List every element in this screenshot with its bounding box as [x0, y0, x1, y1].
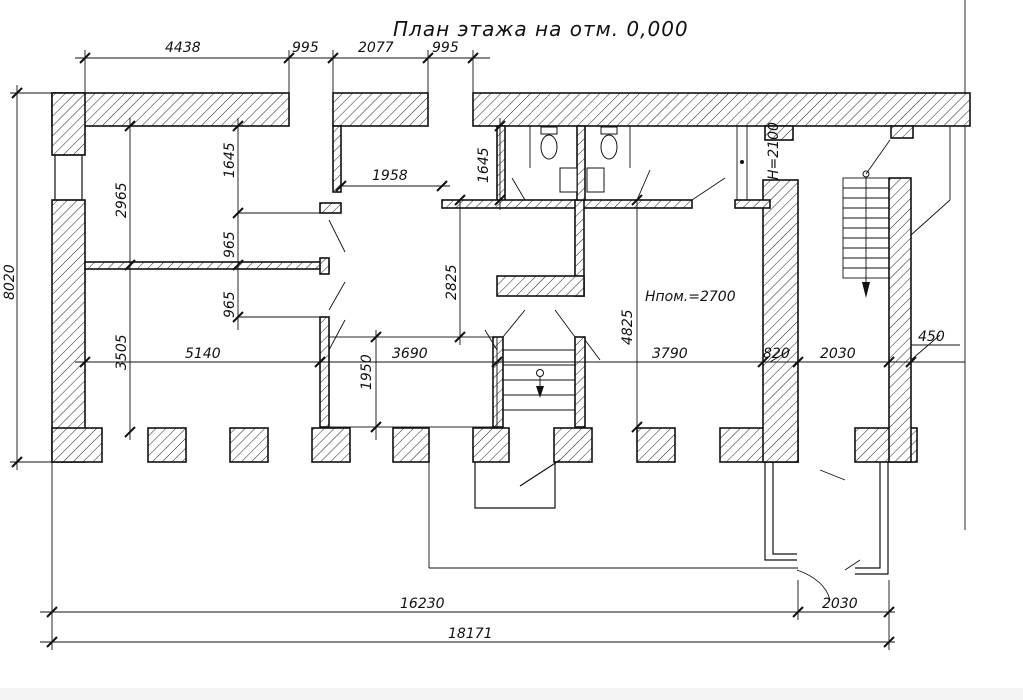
dim-820: 820: [763, 346, 790, 362]
dim-2030-b: 2030: [822, 596, 858, 612]
toilet-tank-2: [600, 126, 618, 135]
partition-stair-right: [574, 336, 586, 428]
room-height-label: Hпом.=2700: [645, 289, 736, 305]
wall-niche-1: [764, 125, 794, 141]
partition-left-top: [332, 125, 342, 193]
dim-4438: 4438: [165, 40, 201, 56]
walls: [51, 92, 971, 463]
dim-2030-a: 2030: [820, 346, 856, 362]
toilet-icon: [540, 134, 558, 160]
partition-wc-left: [496, 125, 506, 203]
wall-bottom-7: [553, 427, 593, 463]
sink-icon: [559, 167, 578, 193]
dim-5140: 5140: [185, 346, 221, 362]
stair-right: [842, 139, 891, 298]
dim-2965: 2965: [114, 182, 130, 218]
wc-fixtures: [529, 126, 631, 193]
wall-left-bottom: [51, 199, 86, 463]
partition-stub-2: [319, 257, 330, 275]
wall-bottom-4: [311, 427, 351, 463]
dim-450: 450: [918, 329, 945, 345]
stair-entrance: [502, 309, 576, 411]
partition-left-bottom: [319, 316, 330, 428]
dim-995-a: 995: [292, 40, 319, 56]
wall-bottom-6: [472, 427, 510, 463]
wall-niche-2: [890, 125, 914, 139]
door-swings: [328, 0, 966, 530]
dim-16230: 16230: [400, 596, 445, 612]
dim-18171: 18171: [448, 626, 493, 642]
dim-1958: 1958: [372, 168, 408, 184]
wall-bottom-5: [392, 427, 430, 463]
dim-8020: 8020: [2, 264, 18, 300]
partition-wc-mid: [576, 125, 586, 201]
wall-bottom-2: [147, 427, 187, 463]
wall-bottom-8: [636, 427, 676, 463]
right-porch: [764, 462, 889, 601]
dim-3790: 3790: [652, 346, 688, 362]
wall-top-2: [332, 92, 429, 127]
wall-bottom-1: [51, 427, 103, 463]
wall-top-1: [51, 92, 290, 127]
toilet-tank-1: [540, 126, 558, 135]
partition-rooms: [84, 261, 330, 270]
wall-stair-right: [888, 177, 912, 463]
dim-2077: 2077: [358, 40, 394, 56]
dim-965-b: 965: [222, 291, 238, 318]
partition-right: [734, 199, 771, 209]
plan-title: План этажа на отм. 0,000: [393, 17, 689, 41]
toilet-icon: [600, 134, 618, 160]
partition-stub-1: [319, 202, 342, 214]
wall-bottom-3: [229, 427, 269, 463]
wall-left-top: [51, 92, 86, 156]
dim-4825: 4825: [620, 309, 636, 345]
dimension-labels: 4438 995 2077 995 8020 2965 3505 1645 96…: [2, 40, 945, 642]
wall-stair-left: [762, 179, 799, 463]
dim-1645-a: 1645: [222, 142, 238, 178]
partition-center-h: [496, 275, 585, 297]
dim-2825: 2825: [444, 264, 460, 300]
wall-top-3: [472, 92, 971, 127]
dim-3505: 3505: [114, 334, 130, 370]
dim-1645-b: 1645: [476, 147, 492, 183]
dimension-lines: [10, 50, 965, 650]
dim-995-b: 995: [432, 40, 459, 56]
bottom-strip: [0, 688, 1023, 700]
partition-wc-bottom: [441, 199, 693, 209]
dim-3690: 3690: [392, 346, 428, 362]
entrance-porch: [428, 459, 798, 569]
window-left: [54, 154, 83, 201]
sink-icon: [586, 167, 605, 193]
dim-965-a: 965: [222, 231, 238, 258]
room-outline: [328, 336, 498, 428]
dim-1950: 1950: [359, 354, 375, 390]
partition-stair-left: [492, 336, 504, 428]
dim-h2100: H=2100: [766, 122, 782, 180]
